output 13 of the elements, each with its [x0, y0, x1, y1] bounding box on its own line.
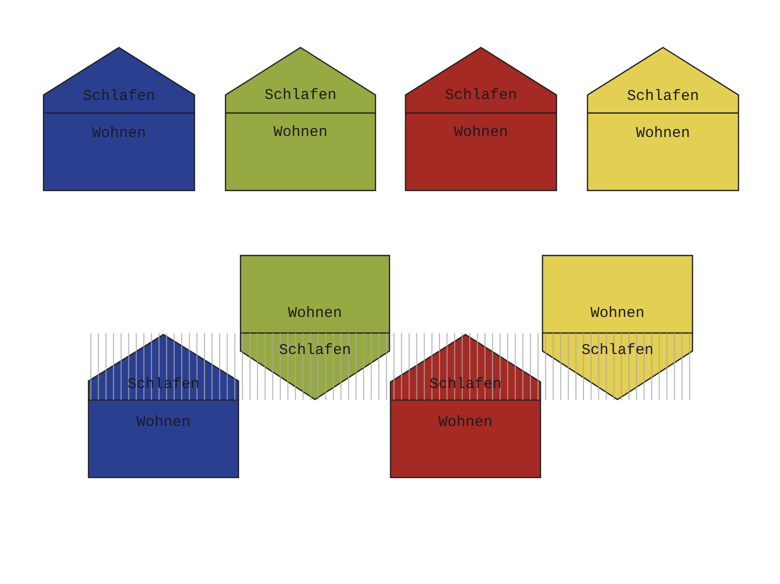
room-label: Wohnen [438, 415, 492, 431]
room-label: Schlafen [581, 343, 654, 359]
room-label: Wohnen [273, 125, 328, 141]
room-label: Schlafen [82, 89, 155, 105]
room-label: Wohnen [636, 126, 690, 142]
room-label: Wohnen [288, 306, 342, 322]
room-label: Schlafen [264, 88, 336, 104]
room-label: Wohnen [454, 125, 508, 141]
room-label: Schlafen [444, 88, 517, 104]
room-label: Wohnen [590, 306, 644, 322]
room-label: Schlafen [626, 89, 699, 105]
room-label: Wohnen [92, 126, 146, 142]
room-label: Wohnen [136, 415, 190, 431]
